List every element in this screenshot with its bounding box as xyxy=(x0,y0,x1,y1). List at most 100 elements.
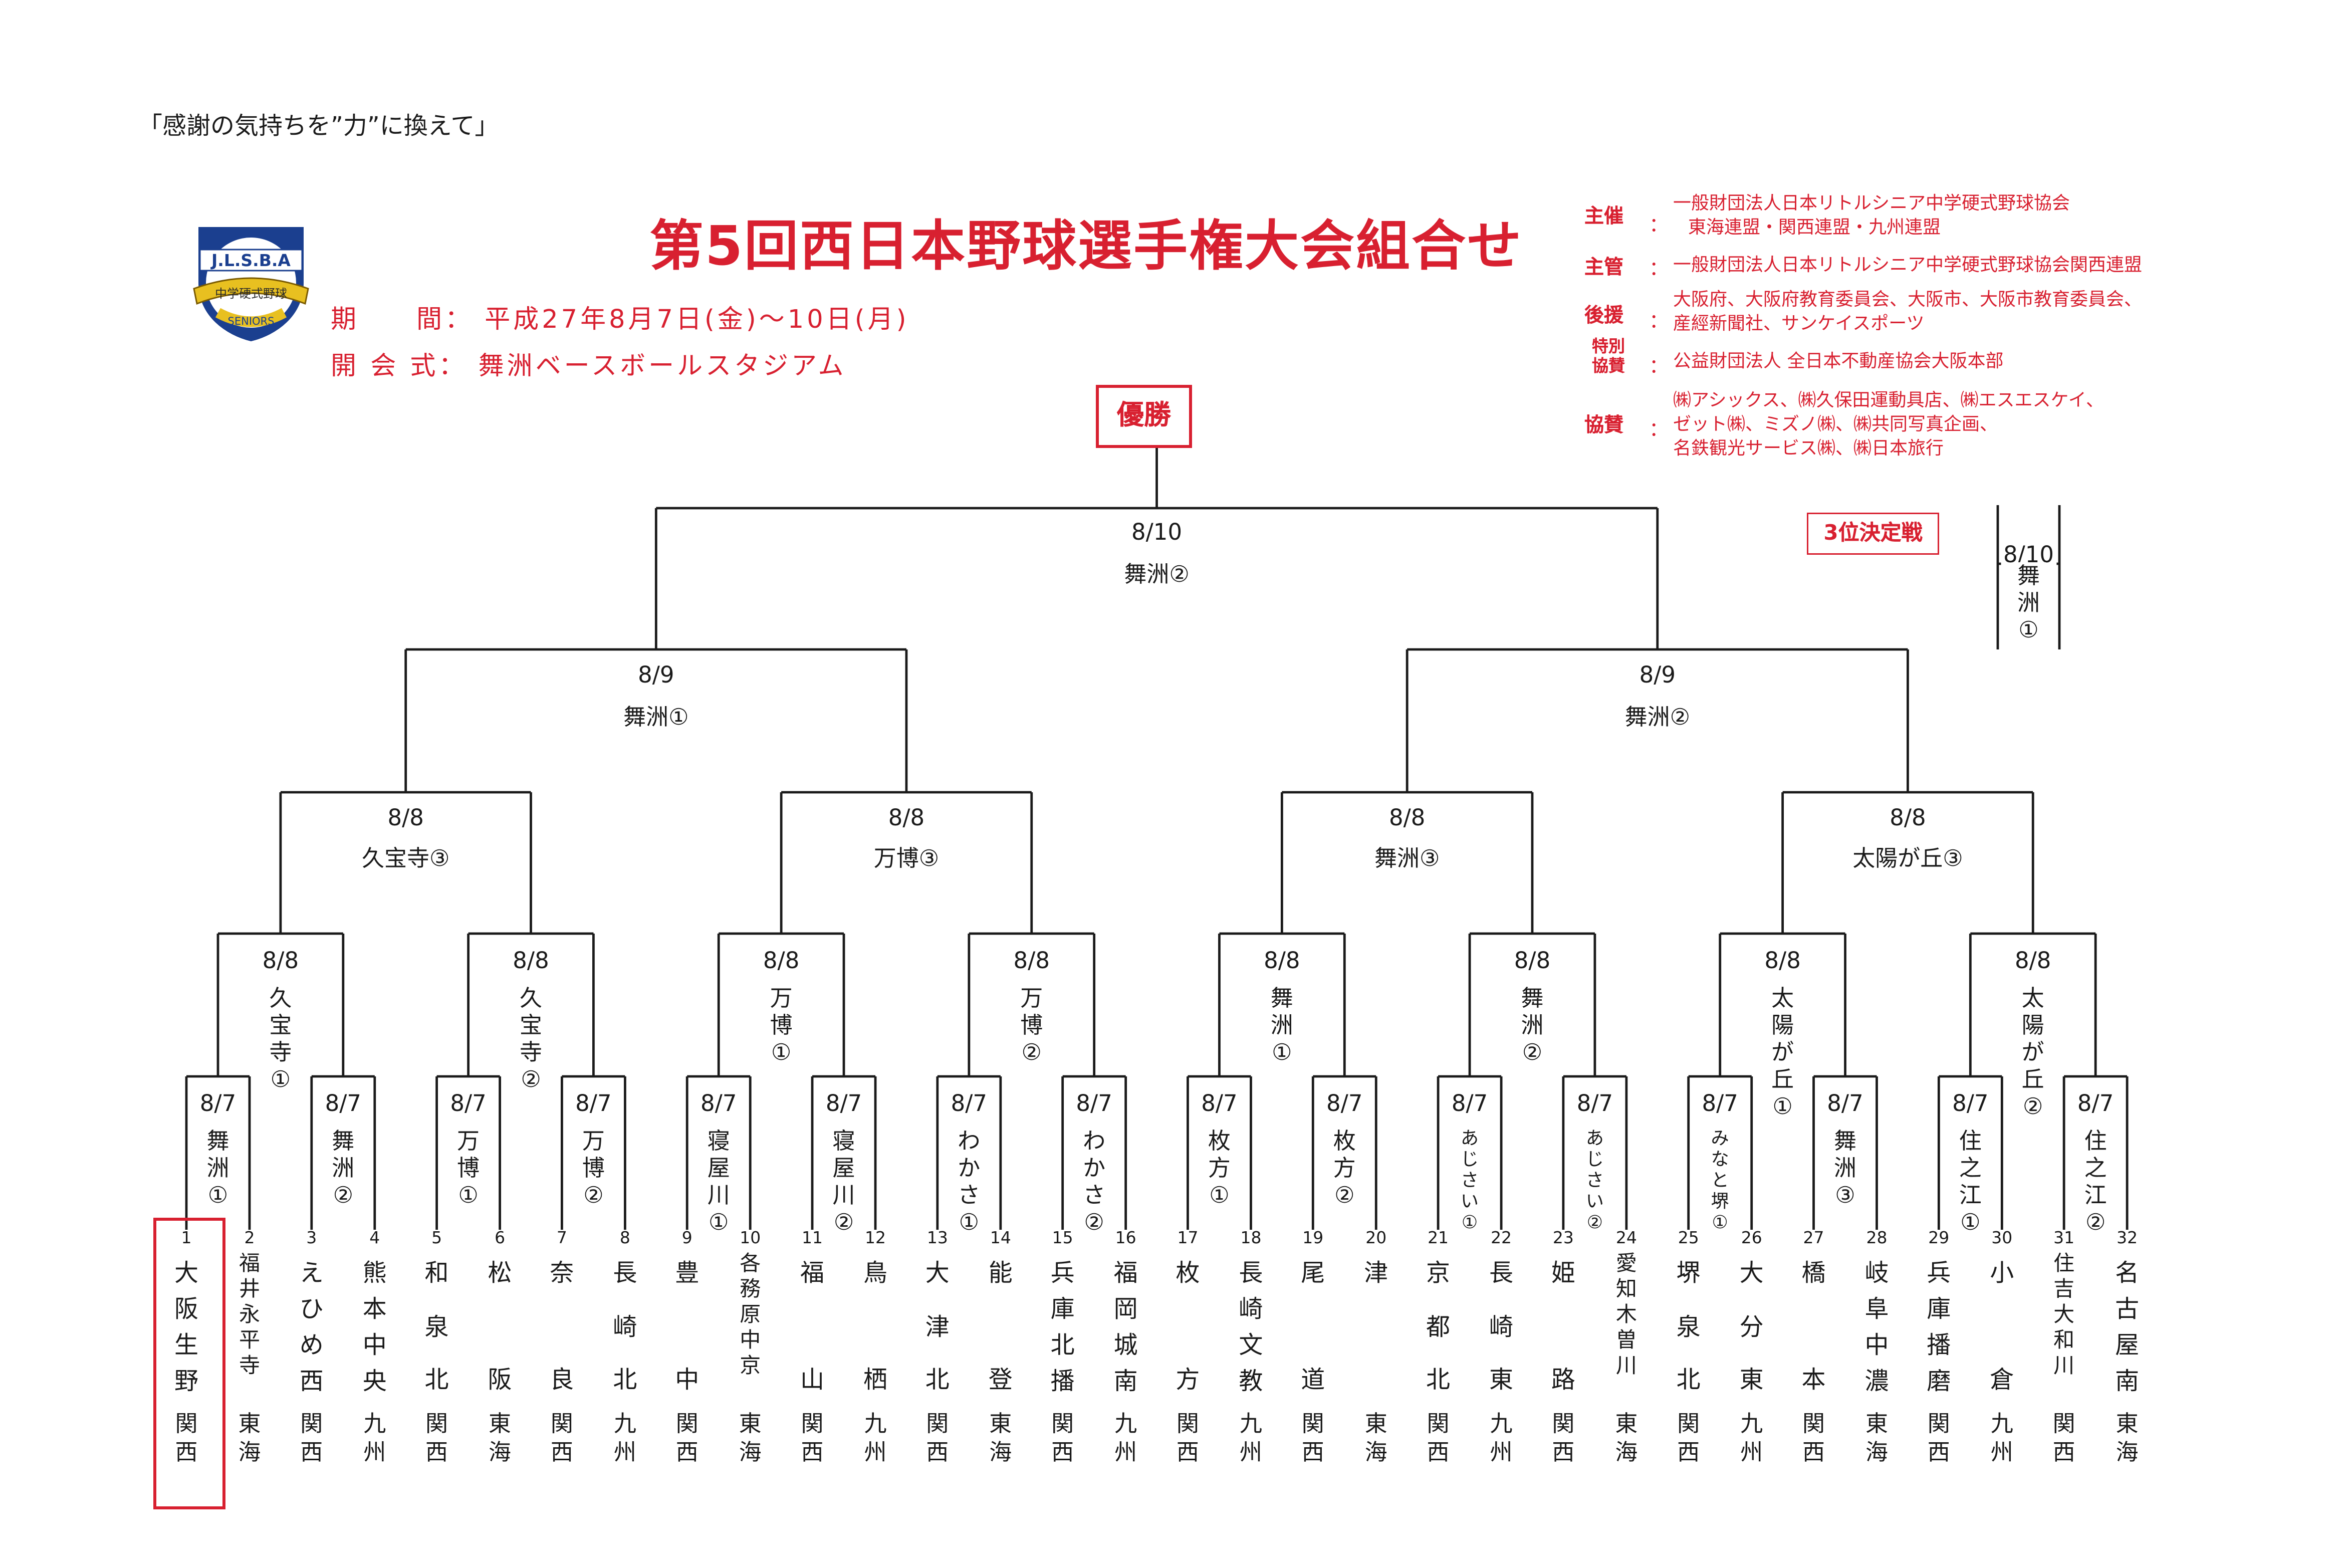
team-region: 関西 xyxy=(300,1410,323,1466)
round1-date: 8/7 xyxy=(572,1090,615,1117)
team-name: 兵庫北播 xyxy=(1046,1252,1079,1395)
shusai-line-2: 東海連盟・関西連盟・九州連盟 xyxy=(1688,216,1941,238)
team-region: 東海 xyxy=(489,1410,512,1466)
round1-venue: 枚方② xyxy=(1328,1128,1361,1209)
round1-venue: 住之江② xyxy=(2079,1128,2113,1236)
team-name-char: 北 xyxy=(613,1365,637,1394)
round1-venue: みなと堺① xyxy=(1703,1128,1737,1233)
team-name-char: 崎 xyxy=(1489,1311,1514,1340)
team-number: 27 xyxy=(1803,1228,1824,1248)
third-place-box: 3位決定戦 xyxy=(1807,513,1939,555)
team-name-char: 豊 xyxy=(675,1258,699,1287)
team-name-char: 阪 xyxy=(174,1294,198,1323)
shusai-label: 主催 xyxy=(1584,206,1624,229)
team-region: 九州 xyxy=(613,1410,636,1466)
team-name-char: 栖 xyxy=(863,1365,888,1394)
team-name: 小倉 xyxy=(1985,1252,2018,1395)
team-region: 九州 xyxy=(363,1410,386,1466)
logo-subtext: 中学硬式野球 xyxy=(215,287,287,301)
quarter-venue: 舞洲③ xyxy=(1374,842,1440,873)
team-name-char: 本 xyxy=(1801,1365,1826,1394)
round2-venue: 舞洲① xyxy=(1265,985,1299,1066)
team-number: 25 xyxy=(1678,1228,1699,1248)
team-number: 19 xyxy=(1302,1228,1324,1248)
team-name: 住吉大和川 xyxy=(2047,1252,2080,1395)
team-number: 12 xyxy=(865,1228,886,1248)
team-number: 7 xyxy=(556,1228,567,1248)
team-region: 東海 xyxy=(2116,1410,2139,1466)
round2-venue: 太陽が丘① xyxy=(1766,985,1799,1120)
team-region: 関西 xyxy=(1051,1410,1074,1466)
team-number: 18 xyxy=(1240,1228,1262,1248)
final-venue: 舞洲② xyxy=(1124,558,1190,589)
team-region: 九州 xyxy=(1239,1410,1262,1466)
team-name-char: 熊 xyxy=(362,1258,387,1287)
team-name-char: 路 xyxy=(1551,1365,1575,1394)
team-number: 23 xyxy=(1552,1228,1574,1248)
team-name-char: 北 xyxy=(1050,1330,1075,1359)
team-name-char: 橋 xyxy=(1801,1258,1826,1287)
highlight-team-box xyxy=(153,1218,225,1509)
team-name: 堺泉北 xyxy=(1672,1252,1705,1395)
jlsba-logo: J.L.S.B.A 中学硬式野球 SENIORS xyxy=(191,222,311,343)
team-name-char: 曽 xyxy=(1615,1329,1637,1353)
round1-venue: わかさ② xyxy=(1077,1128,1111,1236)
round2-date: 8/8 xyxy=(1261,947,1303,974)
team-name-char: 平 xyxy=(239,1329,260,1353)
final-date: 8/10 xyxy=(1128,519,1186,546)
round2-venue: 久宝寺② xyxy=(514,985,548,1093)
round1-date: 8/7 xyxy=(1824,1090,1866,1117)
team-name-char: 長 xyxy=(613,1258,637,1287)
team-name: 大津北 xyxy=(921,1252,954,1395)
team-name: 和泉北 xyxy=(420,1252,453,1395)
team-name-char: 福 xyxy=(239,1252,260,1276)
period-label: 期 間： xyxy=(331,305,474,335)
team-name-char: 知 xyxy=(1615,1278,1637,1302)
team-name-char: 京 xyxy=(1426,1258,1451,1287)
team-number: 16 xyxy=(1115,1228,1136,1248)
round2-date: 8/8 xyxy=(1511,947,1554,974)
team-name: 大分東 xyxy=(1735,1252,1768,1395)
team-name: 福井永平寺 xyxy=(233,1252,266,1395)
team-number: 20 xyxy=(1365,1228,1387,1248)
team-region: 九州 xyxy=(864,1410,887,1466)
team-name-char: 西 xyxy=(299,1367,324,1395)
team-name-char: 中 xyxy=(362,1330,387,1359)
round2-date: 8/8 xyxy=(259,947,302,974)
round1-date: 8/7 xyxy=(948,1090,991,1117)
round1-date: 8/7 xyxy=(697,1090,740,1117)
team-name-char: 道 xyxy=(1301,1365,1325,1394)
team-name-char: 方 xyxy=(1176,1365,1200,1394)
round1-date: 8/7 xyxy=(447,1090,490,1117)
team-region: 関西 xyxy=(550,1410,573,1466)
kyousan-label: 協賛 xyxy=(1584,415,1624,437)
third-venue: 舞洲① xyxy=(2012,562,2045,643)
team-name-char: 庫 xyxy=(1050,1294,1075,1323)
team-name-char: 尾 xyxy=(1301,1258,1325,1287)
slogan: 「感謝の気持ちを”力”に換えて」 xyxy=(138,111,499,140)
round1-venue: 舞洲② xyxy=(326,1128,360,1209)
team-region: 九州 xyxy=(1490,1410,1513,1466)
tokubetsu-label: 特別協賛 xyxy=(1592,337,1625,376)
round1-venue: 寝屋川② xyxy=(827,1128,861,1236)
team-name: 熊本中央 xyxy=(358,1252,391,1395)
